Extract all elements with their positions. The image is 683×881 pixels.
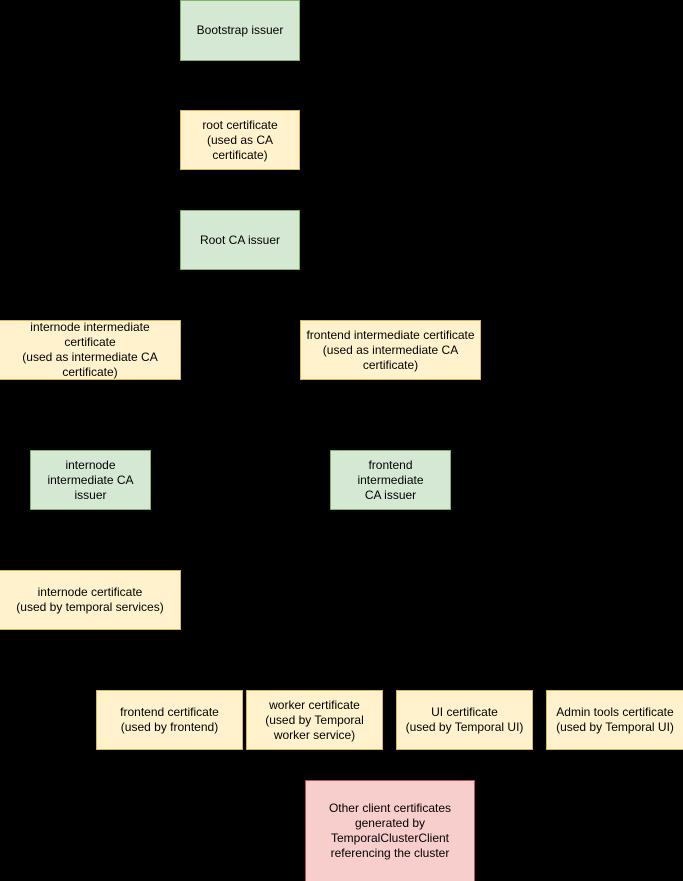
node-internode-intermediate-certificate[interactable]: internode intermediate certificate (used… <box>0 320 181 380</box>
edge-root-ca-issuer-to-internode-intermediate-certificate <box>90 295 91 320</box>
node-root-certificate[interactable]: root certificate (used as CA certificate… <box>180 110 300 170</box>
edge-frontend-issuer-to-frontend-certificate <box>169 670 170 690</box>
edge-frontend-intermediate-ca-issuer-trunk <box>390 510 391 670</box>
node-label: UI certificate (used by Temporal UI) <box>405 705 524 734</box>
edge-bootstrap-issuer-to-root-certificate <box>239 61 240 110</box>
node-label: Other client certificates generated by T… <box>328 801 452 860</box>
node-bootstrap-issuer[interactable]: Bootstrap issuer <box>180 0 300 61</box>
node-frontend-certificate[interactable]: frontend certificate (used by frontend) <box>96 690 243 750</box>
edge-frontend-issuer-bus <box>169 670 615 671</box>
node-label: frontend intermediate CA issuer <box>357 457 424 502</box>
node-label: root certificate (used as CA certificate… <box>202 117 278 162</box>
node-label: worker certificate (used by Temporal wor… <box>265 697 364 742</box>
edge-frontend-issuer-to-worker-certificate <box>314 670 315 690</box>
edge-frontend-issuer-to-other-client-certificates <box>390 750 391 780</box>
edge-internode-intermediate-ca-issuer-to-internode-certificate <box>90 510 91 570</box>
node-label: internode intermediate CA issuer <box>47 457 134 502</box>
node-frontend-intermediate-ca-issuer[interactable]: frontend intermediate CA issuer <box>330 450 451 510</box>
edge-root-ca-issuer-trunk <box>239 270 240 295</box>
edge-frontend-issuer-to-ui-certificate <box>464 670 465 690</box>
edge-root-certificate-to-root-ca-issuer <box>239 170 240 210</box>
node-label: internode certificate (used by temporal … <box>16 585 164 614</box>
node-label: Bootstrap issuer <box>196 23 284 37</box>
node-internode-intermediate-ca-issuer[interactable]: internode intermediate CA issuer <box>30 450 151 510</box>
node-internode-certificate[interactable]: internode certificate (used by temporal … <box>0 570 181 630</box>
edge-root-ca-issuer-to-frontend-intermediate-certificate <box>390 295 391 320</box>
node-label: frontend certificate (used by frontend) <box>120 705 219 734</box>
edge-internode-intermediate-certificate-to-issuer <box>90 380 91 450</box>
node-root-ca-issuer[interactable]: Root CA issuer <box>180 210 300 270</box>
edge-frontend-issuer-to-admin-tools-certificate <box>614 670 615 690</box>
edge-root-ca-issuer-bus <box>90 295 391 296</box>
node-label: Admin tools certificate (used by Tempora… <box>556 705 674 734</box>
node-other-client-certificates[interactable]: Other client certificates generated by T… <box>305 780 475 881</box>
node-label: internode intermediate certificate (used… <box>22 320 158 379</box>
node-label: frontend intermediate certificate (used … <box>306 327 475 372</box>
node-label: Root CA issuer <box>199 232 281 247</box>
edge-frontend-intermediate-certificate-to-issuer <box>390 380 391 450</box>
node-ui-certificate[interactable]: UI certificate (used by Temporal UI) <box>396 690 533 750</box>
node-worker-certificate[interactable]: worker certificate (used by Temporal wor… <box>246 690 383 750</box>
node-frontend-intermediate-certificate[interactable]: frontend intermediate certificate (used … <box>300 320 481 380</box>
node-admin-tools-certificate[interactable]: Admin tools certificate (used by Tempora… <box>546 690 683 750</box>
